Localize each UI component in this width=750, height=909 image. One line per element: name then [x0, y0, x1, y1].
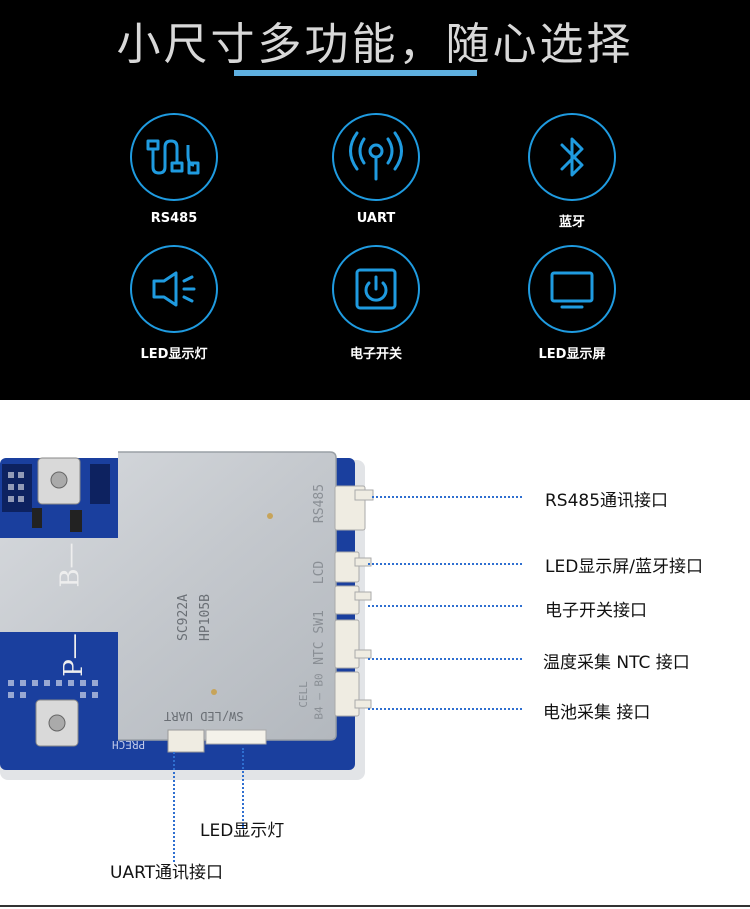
callout-led-light: LED显示灯	[200, 821, 285, 841]
callout-line-led-light	[242, 748, 244, 828]
feature-monitor: LED显示屏	[512, 245, 632, 362]
signal-antenna-icon	[332, 113, 420, 201]
feature-rs485: RS485	[114, 113, 234, 226]
silk-rs485: RS485	[312, 483, 328, 524]
callout-switch: 电子开关接口	[545, 601, 647, 621]
callout-uart: UART通讯接口	[110, 863, 224, 883]
silk-model-1: SC922A	[175, 594, 191, 641]
silk-lcd: LCD	[312, 560, 328, 585]
power-switch-icon	[332, 245, 420, 333]
callout-rs485: RS485通讯接口	[545, 491, 669, 511]
feature-power-switch: 电子开关	[316, 245, 436, 362]
feature-bluetooth: 蓝牙	[512, 113, 632, 230]
led-light-icon	[130, 245, 218, 333]
feature-label: 蓝牙	[558, 215, 585, 230]
feature-label: RS485	[150, 211, 198, 226]
board-diagram: SC922A HP105B RS485 LCD NTC SW1 CELL B4 …	[0, 400, 750, 909]
silk-cell: CELL	[296, 681, 310, 708]
silk-cell-range: B4 — B0	[312, 673, 326, 720]
callout-line-led-bt	[368, 563, 522, 565]
callout-cell: 电池采集 接口	[543, 703, 651, 723]
silk-p: P—	[58, 633, 89, 677]
headline-underline	[234, 70, 477, 76]
monitor-icon	[528, 245, 616, 333]
feature-label: UART	[356, 211, 396, 226]
headline: 小尺寸多功能，随心选择	[116, 19, 634, 70]
silk-model-2: HP105B	[197, 594, 213, 641]
callout-line-uart	[173, 752, 175, 862]
callout-line-ntc	[368, 658, 522, 660]
callout-led-bt: LED显示屏/蓝牙接口	[545, 557, 704, 577]
feature-led-light: LED显示灯	[114, 245, 234, 362]
rs485-connector-icon	[130, 113, 218, 201]
silk-prech: PRECH	[112, 738, 146, 751]
silk-swled-uart: SW/LED UART	[164, 709, 244, 723]
callout-line-rs485	[372, 496, 522, 498]
bluetooth-icon	[528, 113, 616, 201]
feature-uart: UART	[316, 113, 436, 226]
feature-label: LED显示屏	[538, 347, 606, 362]
feature-label: 电子开关	[349, 347, 402, 362]
bms-board-image	[0, 451, 374, 780]
feature-banner: 小尺寸多功能，随心选择 RS485	[0, 0, 750, 400]
silk-ntc-sw: NTC SW1	[311, 610, 327, 665]
callout-line-switch	[368, 605, 522, 607]
callout-ntc: 温度采集 NTC 接口	[543, 653, 690, 673]
bottom-divider	[0, 905, 750, 907]
silk-b: B—	[55, 542, 86, 588]
feature-label: LED显示灯	[140, 347, 208, 362]
callout-line-cell	[368, 708, 522, 710]
